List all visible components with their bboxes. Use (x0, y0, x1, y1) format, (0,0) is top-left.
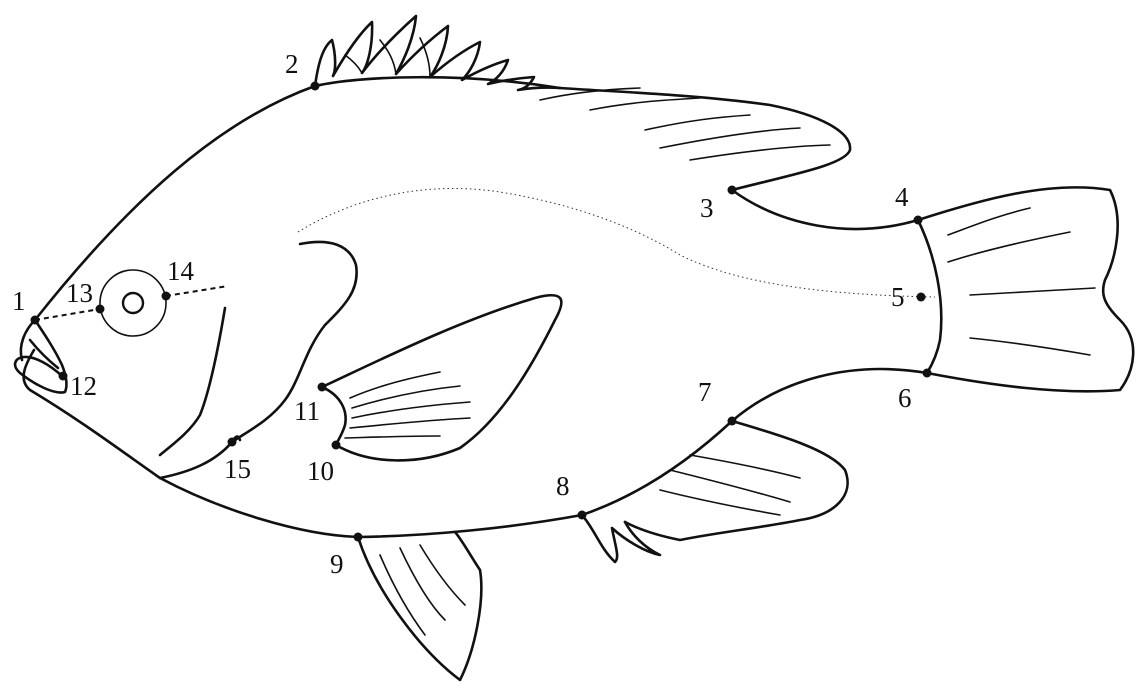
landmark-2: 2 (285, 49, 320, 91)
landmark-14-label: 14 (167, 256, 195, 286)
landmark-9-dot (354, 533, 363, 542)
landmark-11-dot (318, 383, 327, 392)
anal-fin (582, 421, 848, 562)
landmark-3: 3 (700, 186, 737, 224)
caudal-fin (918, 187, 1133, 391)
landmark-5: 5 (891, 282, 926, 312)
landmark-6: 6 (898, 369, 932, 414)
eye-reference-line (35, 286, 228, 320)
landmark-8-dot (578, 511, 587, 520)
lateral-line (298, 188, 935, 297)
spiny-dorsal-fin (315, 16, 560, 90)
soft-dorsal-fin (540, 88, 850, 190)
landmark-15-dot (228, 438, 237, 447)
landmark-4: 4 (895, 182, 923, 225)
landmark-11: 11 (294, 383, 327, 427)
landmark-1-dot (31, 316, 40, 325)
landmark-9-label: 9 (330, 549, 344, 579)
eye (100, 270, 166, 336)
landmark-2-dot (311, 82, 320, 91)
landmark-13-label: 13 (66, 278, 93, 308)
landmark-4-dot (914, 216, 923, 225)
landmark-3-dot (728, 186, 737, 195)
landmark-9: 9 (330, 533, 363, 580)
landmark-7: 7 (698, 377, 737, 426)
landmark-10-label: 10 (307, 456, 334, 486)
landmark-7-label: 7 (698, 377, 712, 407)
landmark-12-dot (59, 372, 68, 381)
landmark-11-label: 11 (294, 396, 320, 426)
landmark-10-dot (332, 441, 341, 450)
landmark-5-label: 5 (891, 282, 905, 312)
pelvic-fin (358, 532, 481, 680)
landmark-5-dot (917, 293, 926, 302)
mouth (15, 320, 66, 393)
landmark-12: 12 (59, 371, 98, 401)
landmark-13-dot (96, 305, 105, 314)
landmark-10: 10 (307, 441, 341, 487)
landmark-7-dot (728, 417, 737, 426)
landmark-15-label: 15 (224, 454, 251, 484)
landmark-6-label: 6 (898, 383, 912, 413)
landmark-4-label: 4 (895, 182, 909, 212)
landmark-1-label: 1 (12, 286, 26, 316)
landmark-8: 8 (556, 471, 587, 520)
landmark-13: 13 (66, 278, 105, 314)
landmark-8-label: 8 (556, 471, 570, 501)
landmark-12-label: 12 (70, 371, 97, 401)
landmark-3-label: 3 (700, 193, 714, 223)
pectoral-fin (322, 295, 561, 460)
fish-body (21, 77, 927, 537)
landmark-6-dot (923, 369, 932, 378)
landmark-14-dot (162, 292, 171, 301)
landmark-2-label: 2 (285, 49, 299, 79)
landmark-1: 1 (12, 286, 40, 325)
